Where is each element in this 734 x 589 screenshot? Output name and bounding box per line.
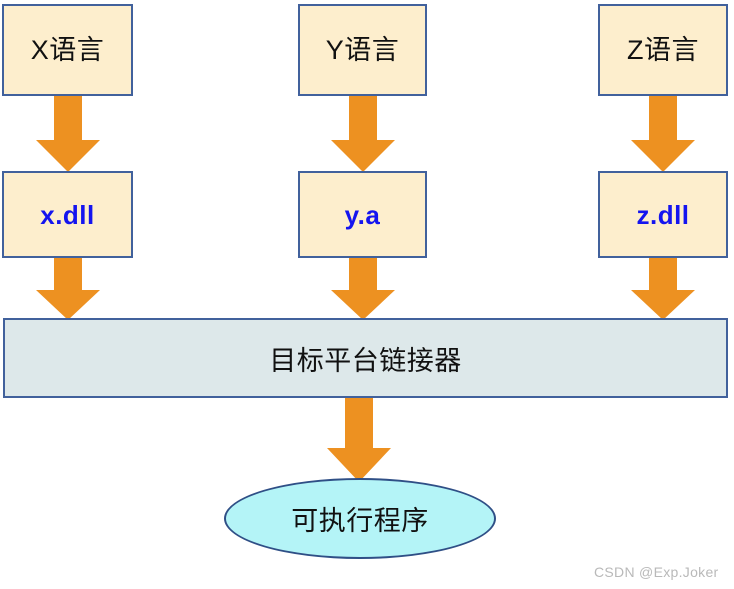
artifact-box-x-dll-label: x.dll [40,199,95,230]
language-box-y-label: Y语言 [325,34,400,65]
down-arrow-icon [631,258,695,320]
artifact-box-z-dll-label: z.dll [636,199,690,230]
artifact-box-y-a[interactable]: y.a [298,171,427,258]
down-arrow-icon [327,398,391,482]
artifact-box-z-dll[interactable]: z.dll [598,171,728,258]
target-platform-linker-label: 目标平台链接器 [269,345,462,376]
language-box-z[interactable]: Z语言 [598,4,728,96]
down-arrow-icon [36,258,100,320]
language-box-z-label: Z语言 [627,34,699,65]
csdn-watermark: CSDN @Exp.Joker [594,564,719,580]
target-platform-linker-bar[interactable]: 目标平台链接器 [3,318,728,398]
down-arrow-icon [331,96,395,172]
artifact-box-y-a-label: y.a [344,199,381,230]
down-arrow-icon [631,96,695,172]
down-arrow-icon [36,96,100,172]
language-box-x[interactable]: X语言 [2,4,133,96]
language-box-y[interactable]: Y语言 [298,4,427,96]
executable-program-ellipse[interactable]: 可执行程序 [224,478,496,559]
down-arrow-icon [331,258,395,320]
artifact-box-x-dll[interactable]: x.dll [2,171,133,258]
language-box-x-label: X语言 [30,34,105,65]
executable-program-label: 可执行程序 [291,506,429,536]
